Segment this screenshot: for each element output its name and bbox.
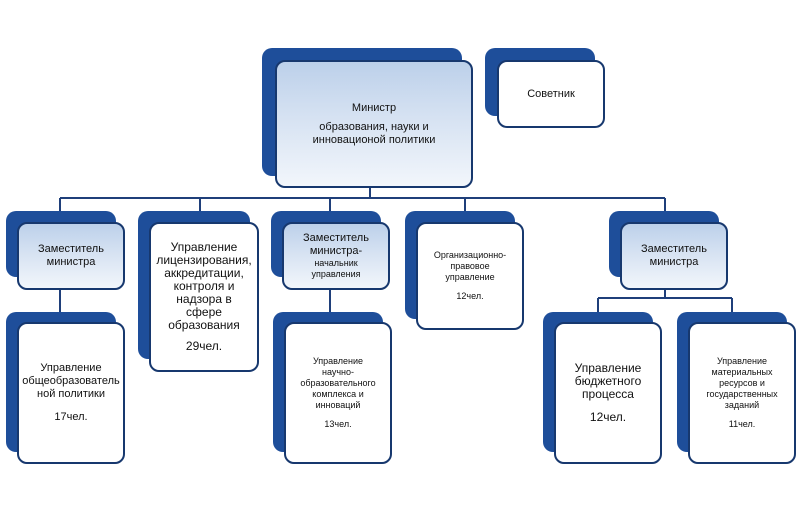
- dept-licensing-line6: образования: [168, 318, 240, 332]
- deputy2-line2: министра-: [309, 245, 363, 257]
- dept-material-line5: заданий: [724, 400, 760, 410]
- dept-budget-line3: процесса: [582, 387, 634, 401]
- dept-material-line1: Управление: [716, 356, 768, 366]
- advisor-box: Советник: [497, 60, 605, 128]
- deputy2-line1: Заместитель: [303, 232, 369, 244]
- minister-box: Министр образования, науки и инновационо…: [275, 60, 473, 188]
- dept-licensing-line2: лицензирования,: [156, 253, 252, 267]
- dept-budget-box: Управление бюджетного процесса 12чел.: [554, 322, 662, 464]
- dept-science-line3: образовательного: [300, 378, 376, 388]
- deputy3-line1: Заместитель: [641, 243, 707, 255]
- dept-material-count: 11чел.: [728, 419, 756, 429]
- dept-general-box: Управление общеобразователь ной политики…: [17, 322, 125, 464]
- dept-licensing-line5: надзора в сфере: [176, 292, 232, 319]
- minister-subtitle-line1: образования, науки и: [319, 120, 429, 133]
- dept-general-line3: ной политики: [37, 388, 105, 400]
- deputy3-box: Заместитель министра: [620, 222, 728, 290]
- dept-general-line2: общеобразователь: [22, 375, 120, 387]
- dept-legal-line1: Организационно-: [433, 250, 507, 260]
- dept-material-line3: ресурсов и: [719, 378, 765, 388]
- minister-title: Министр: [351, 101, 397, 114]
- dept-licensing-line3: аккредитации,: [164, 266, 244, 280]
- dept-material-line2: материальных: [711, 367, 773, 377]
- dept-material-line4: государственных: [706, 389, 778, 399]
- dept-science-line1: Управление: [312, 356, 364, 366]
- deputy1-line2: министра: [46, 256, 96, 268]
- dept-licensing-line1: Управление: [170, 240, 238, 254]
- dept-legal-line2: правовое: [450, 261, 490, 271]
- deputy3-line2: министра: [649, 256, 699, 268]
- deputy2-line3: начальник управления: [311, 258, 361, 279]
- dept-science-count: 13чел.: [324, 419, 352, 429]
- dept-budget-line1: Управление: [574, 361, 642, 375]
- deputy1-box: Заместитель министра: [17, 222, 125, 290]
- dept-material-box: Управление материальных ресурсов и госуд…: [688, 322, 796, 464]
- deputy1-line1: Заместитель: [38, 243, 104, 255]
- dept-science-box: Управление научно- образовательного комп…: [284, 322, 392, 464]
- dept-legal-line3: управление: [445, 272, 495, 282]
- dept-licensing-count: 29чел.: [185, 339, 223, 353]
- dept-legal-box: Организационно- правовое управление 12че…: [416, 222, 524, 330]
- dept-licensing-box: Управление лицензирования, аккредитации,…: [149, 222, 259, 372]
- dept-science-line5: инноваций: [315, 400, 361, 410]
- dept-science-line2: научно-: [321, 367, 355, 377]
- deputy2-box: Заместитель министра- начальник управлен…: [282, 222, 390, 290]
- advisor-label: Советник: [527, 87, 575, 100]
- dept-licensing-line4: контроля и: [173, 279, 235, 293]
- dept-budget-count: 12чел.: [589, 410, 627, 424]
- dept-general-line1: Управление: [40, 362, 102, 374]
- dept-science-line4: комплекса и: [312, 389, 364, 399]
- dept-legal-count: 12чел.: [456, 291, 484, 301]
- dept-budget-line2: бюджетного: [574, 374, 642, 388]
- dept-general-count: 17чел.: [54, 411, 88, 423]
- minister-subtitle-line2: инновационой политики: [312, 133, 436, 146]
